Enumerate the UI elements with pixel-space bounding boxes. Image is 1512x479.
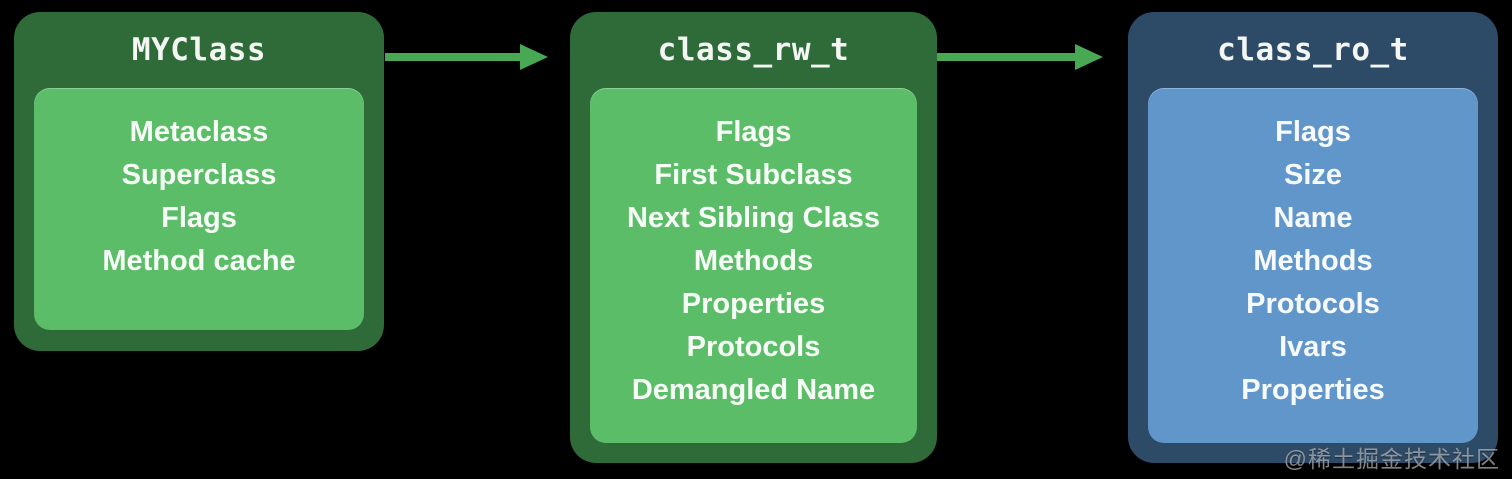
watermark-text: @稀土掘金技术社区 xyxy=(1283,446,1500,472)
field-item: Next Sibling Class xyxy=(626,202,880,234)
class-box-class-ro-t: class_ro_t Flags Size Name Methods Proto… xyxy=(1128,12,1498,463)
field-item: Method cache xyxy=(102,245,296,277)
box-title-class-ro-t: class_ro_t xyxy=(1217,32,1409,68)
field-item: Demangled Name xyxy=(631,374,876,406)
field-item: Ivars xyxy=(1279,331,1347,363)
field-item: Flags xyxy=(1275,116,1351,148)
field-item: Flags xyxy=(161,202,237,234)
arrow-line xyxy=(937,53,1075,61)
field-item: Metaclass xyxy=(129,116,269,148)
class-box-myclass: MYClass Metaclass Superclass Flags Metho… xyxy=(14,12,384,351)
box-title-class-rw-t: class_rw_t xyxy=(657,32,850,68)
arrow-head-icon xyxy=(1075,44,1103,70)
fields-panel-class-ro-t: Flags Size Name Methods Protocols Ivars … xyxy=(1148,88,1478,443)
class-box-class-rw-t: class_rw_t Flags First Subclass Next Sib… xyxy=(570,12,937,463)
fields-panel-class-rw-t: Flags First Subclass Next Sibling Class … xyxy=(590,88,917,443)
field-item: First Subclass xyxy=(654,159,853,191)
field-item: Size xyxy=(1283,159,1343,191)
field-item: Flags xyxy=(715,116,792,148)
field-item: Methods xyxy=(693,245,814,277)
field-item: Protocols xyxy=(686,331,821,363)
field-item: Properties xyxy=(1241,374,1385,406)
field-item: Name xyxy=(1273,202,1353,234)
box-title-myclass: MYClass xyxy=(131,32,267,68)
arrow-myclass-to-class-rw-t xyxy=(385,44,548,70)
field-item: Methods xyxy=(1253,245,1373,277)
arrow-line xyxy=(385,53,520,61)
fields-panel-myclass: Metaclass Superclass Flags Method cache xyxy=(34,88,364,330)
arrow-class-rw-t-to-class-ro-t xyxy=(937,44,1103,70)
field-item: Properties xyxy=(681,288,826,320)
arrow-head-icon xyxy=(520,44,548,70)
field-item: Protocols xyxy=(1246,288,1380,320)
field-item: Superclass xyxy=(121,159,277,191)
